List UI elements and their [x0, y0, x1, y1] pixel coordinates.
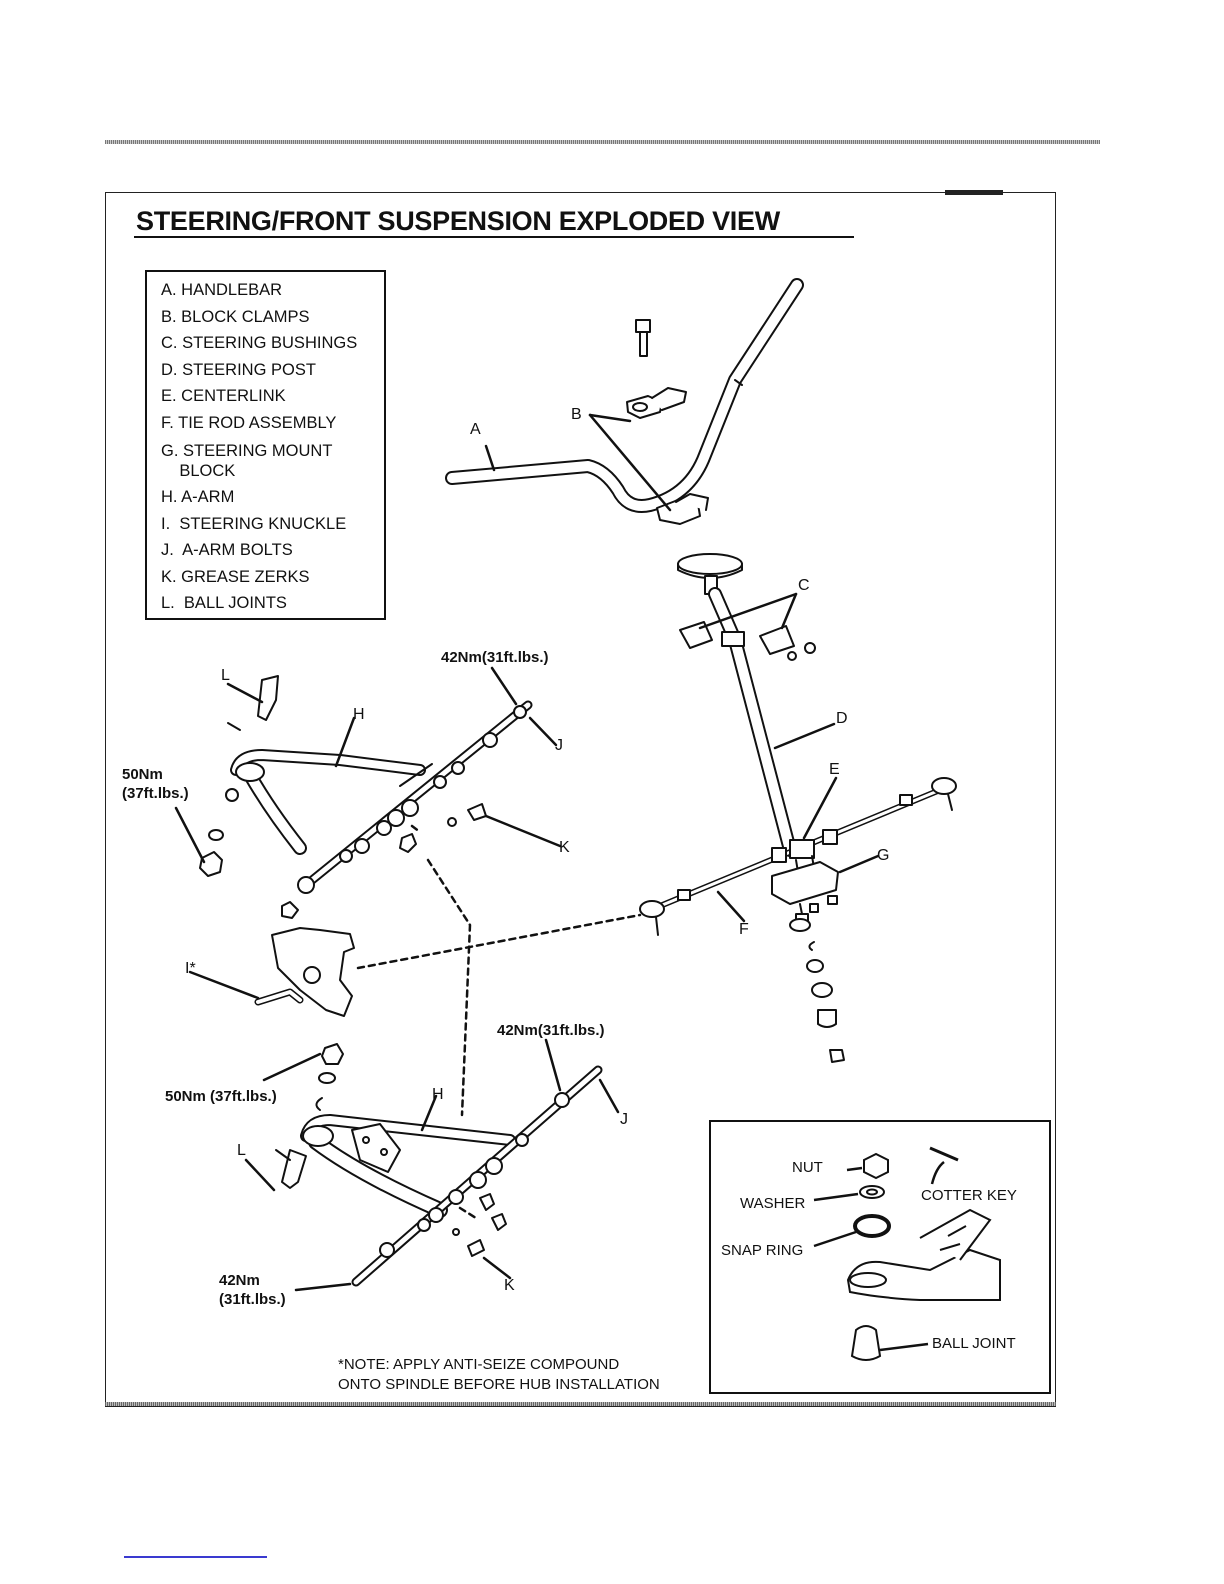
assembly-guide-lines	[356, 824, 642, 1220]
callout-g: G	[877, 847, 890, 864]
lower-grease-zerk	[452, 1228, 485, 1257]
legend-item: F. TIE ROD ASSEMBLY	[161, 413, 337, 432]
footer-link-underline	[124, 1556, 267, 1558]
torque-lower-bolt: 42Nm(31ft.lbs.)	[497, 1022, 605, 1039]
lower-a-arm	[300, 1065, 603, 1287]
steering-bushings	[679, 621, 816, 661]
centerlink	[771, 829, 838, 873]
legend-item: I. STEERING KNUCKLE	[161, 514, 347, 533]
legend-item: G. STEERING MOUNT	[161, 441, 333, 460]
legend-item: A. HANDLEBAR	[161, 281, 283, 299]
top-divider	[105, 140, 1100, 144]
torque-upper-nut: 50Nm (37ft.lbs.)	[122, 765, 189, 803]
title-underline	[134, 236, 854, 238]
callout-e: E	[829, 761, 840, 778]
diagram-frame	[105, 192, 1056, 1407]
note-line-1: *NOTE: APPLY ANTI-SEIZE COMPOUND	[338, 1356, 620, 1373]
torque-lower-nut: 50Nm (37ft.lbs.)	[165, 1088, 277, 1105]
legend-item: E. CENTERLINK	[161, 387, 286, 406]
steering-post	[677, 553, 797, 857]
callout-l-lower: L	[237, 1142, 246, 1159]
callout-f: F	[739, 921, 749, 938]
callout-b: B	[571, 406, 582, 423]
lower-nut-washer	[315, 1043, 507, 1231]
callout-j-upper: J	[555, 737, 563, 754]
callout-j-lower: J	[620, 1111, 628, 1128]
upper-grease-zerk	[447, 803, 487, 827]
inset-nut-label: NUT	[792, 1159, 823, 1176]
parts-legend: A. HANDLEBAR B. BLOCK CLAMPS C. STEERING…	[145, 270, 386, 620]
upper-ball-joint	[227, 675, 279, 731]
note-line-2: ONTO SPINDLE BEFORE HUB INSTALLATION	[338, 1376, 660, 1393]
leader-lines	[174, 413, 880, 1292]
legend-item: K. GREASE ZERKS	[161, 567, 310, 586]
diagram-title: STEERING/FRONT SUSPENSION EXPLODED VIEW	[136, 206, 780, 236]
callout-d: D	[836, 710, 848, 727]
callout-h-lower: H	[432, 1086, 444, 1103]
legend-item: L. BALL JOINTS	[161, 594, 287, 613]
legend-item: H. A-ARM	[161, 487, 235, 506]
post-hardware-stack	[789, 918, 845, 1063]
ball-joint-detail-inset	[709, 1120, 1051, 1394]
steering-knuckle	[254, 901, 355, 1017]
legend-item: D. STEERING POST	[161, 360, 316, 379]
torque-upper-nut-line1: 50Nm	[122, 766, 163, 783]
anti-seize-note: *NOTE: APPLY ANTI-SEIZE COMPOUND ONTO SP…	[338, 1355, 660, 1395]
upper-a-arm	[230, 700, 533, 894]
upper-nut-washer	[199, 788, 417, 877]
torque-lower-front-line2: (31ft.lbs.)	[219, 1291, 286, 1308]
inset-washer-label: WASHER	[740, 1195, 806, 1212]
torque-upper-nut-line2: (37ft.lbs.)	[122, 785, 189, 802]
legend-item: B. BLOCK CLAMPS	[161, 307, 310, 326]
torque-lower-front-line1: 42Nm	[219, 1272, 260, 1289]
callout-k-lower: K	[504, 1277, 515, 1294]
legend-item: J. A-ARM BOLTS	[161, 541, 293, 560]
ball-joint-detail-drawing	[813, 1146, 1001, 1361]
callout-h-upper: H	[353, 706, 365, 723]
callout-a: A	[470, 421, 481, 438]
callout-c: C	[798, 577, 810, 594]
clamp-bolt	[635, 319, 651, 357]
inset-cotter-key-label: COTTER KEY	[921, 1187, 1017, 1204]
callout-l-upper: L	[221, 667, 230, 684]
steering-mount-block	[771, 861, 839, 925]
torque-lower-front: 42Nm (31ft.lbs.)	[219, 1271, 286, 1309]
callout-k-upper: K	[559, 839, 570, 856]
lower-ball-joint	[275, 1149, 307, 1189]
legend-item: C. STEERING BUSHINGS	[161, 334, 358, 353]
legend-item: BLOCK	[161, 461, 236, 480]
block-clamp-upper	[626, 387, 687, 419]
bottom-divider	[105, 1402, 1056, 1406]
callout-i: I*	[185, 960, 196, 977]
inset-snap-ring-label: SNAP RING	[721, 1242, 804, 1259]
frame-tab-mark	[945, 190, 1003, 195]
handlebar	[445, 278, 804, 513]
inset-ball-joint-label: BALL JOINT	[932, 1335, 1016, 1352]
torque-upper-bolt: 42Nm(31ft.lbs.)	[441, 649, 549, 666]
